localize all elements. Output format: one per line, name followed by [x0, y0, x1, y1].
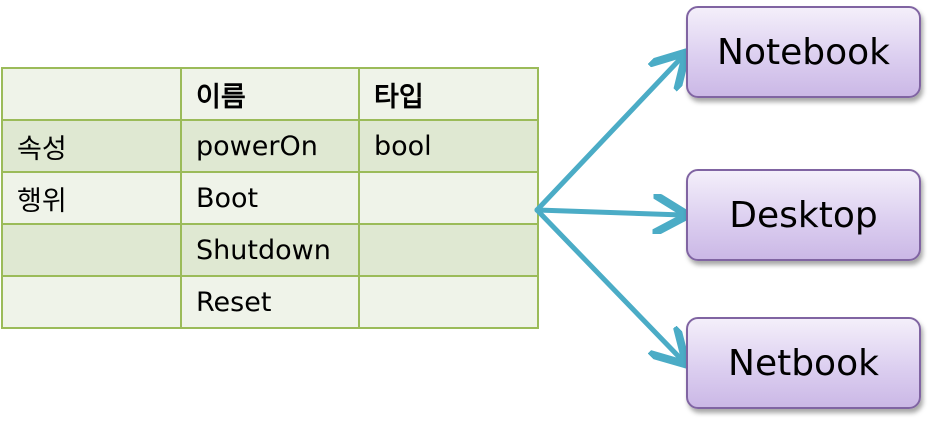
notebook-box: Notebook [686, 6, 921, 98]
table-cell [358, 223, 539, 277]
table-cell [1, 275, 182, 329]
class-table-container: 이름 타입 속성 powerOn bool 행위 Boot Shutdown R… [1, 67, 539, 329]
table-row: 행위 Boot [1, 171, 539, 225]
table-cell: powerOn [180, 119, 360, 173]
table-cell [358, 275, 539, 329]
table-cell: Reset [180, 275, 360, 329]
table-cell: bool [358, 119, 539, 173]
table-header-cell: 이름 [180, 67, 360, 121]
table-header-cell: 타입 [358, 67, 539, 121]
desktop-box: Desktop [686, 169, 921, 261]
table-header-cell [1, 67, 182, 121]
arrow-to-notebook [534, 56, 683, 213]
table-cell: 행위 [1, 171, 182, 225]
table-row: Shutdown [1, 223, 539, 277]
table-cell: Shutdown [180, 223, 360, 277]
table-cell: 속성 [1, 119, 182, 173]
class-table: 이름 타입 속성 powerOn bool 행위 Boot Shutdown R… [1, 67, 539, 329]
table-row: 속성 powerOn bool [1, 119, 539, 173]
table-row: Reset [1, 275, 539, 329]
table-cell [1, 223, 182, 277]
arrow-to-netbook [534, 207, 683, 361]
arrow-to-desktop [534, 210, 683, 215]
netbook-box: Netbook [686, 317, 921, 409]
table-header-row: 이름 타입 [1, 67, 539, 121]
table-cell [358, 171, 539, 225]
table-cell: Boot [180, 171, 360, 225]
